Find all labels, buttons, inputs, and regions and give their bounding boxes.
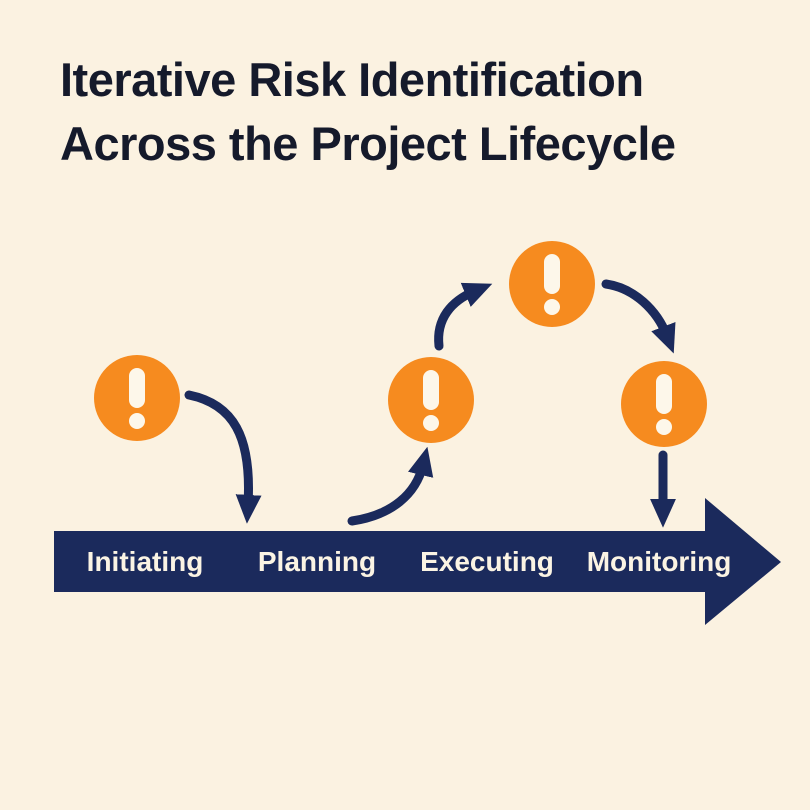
arrow-timeline-to-executing-risk-icon [347,446,434,526]
phase-label-executing: Executing [420,546,554,577]
risk-alert-icon-initiating [94,355,180,441]
arrow-initiating-to-timeline-icon [184,390,262,524]
page-title-line-1: Iterative Risk Identification [60,53,644,106]
page-title: Iterative Risk Identification Across the… [60,48,676,176]
page-title-line-2: Across the Project Lifecycle [60,117,676,170]
risk-alert-icon-peak [509,241,595,327]
risk-alert-icon-executing [388,357,474,443]
timeline-arrow [54,498,781,625]
arrow-executing-risk-to-peak-risk-icon [434,282,493,351]
phase-label-planning: Planning [258,546,376,577]
phase-label-initiating: Initiating [87,546,204,577]
arrow-peak-risk-to-monitoring-risk-icon [601,279,676,354]
phase-label-monitoring: Monitoring [587,546,732,577]
risk-alert-icon-monitoring [621,361,707,447]
